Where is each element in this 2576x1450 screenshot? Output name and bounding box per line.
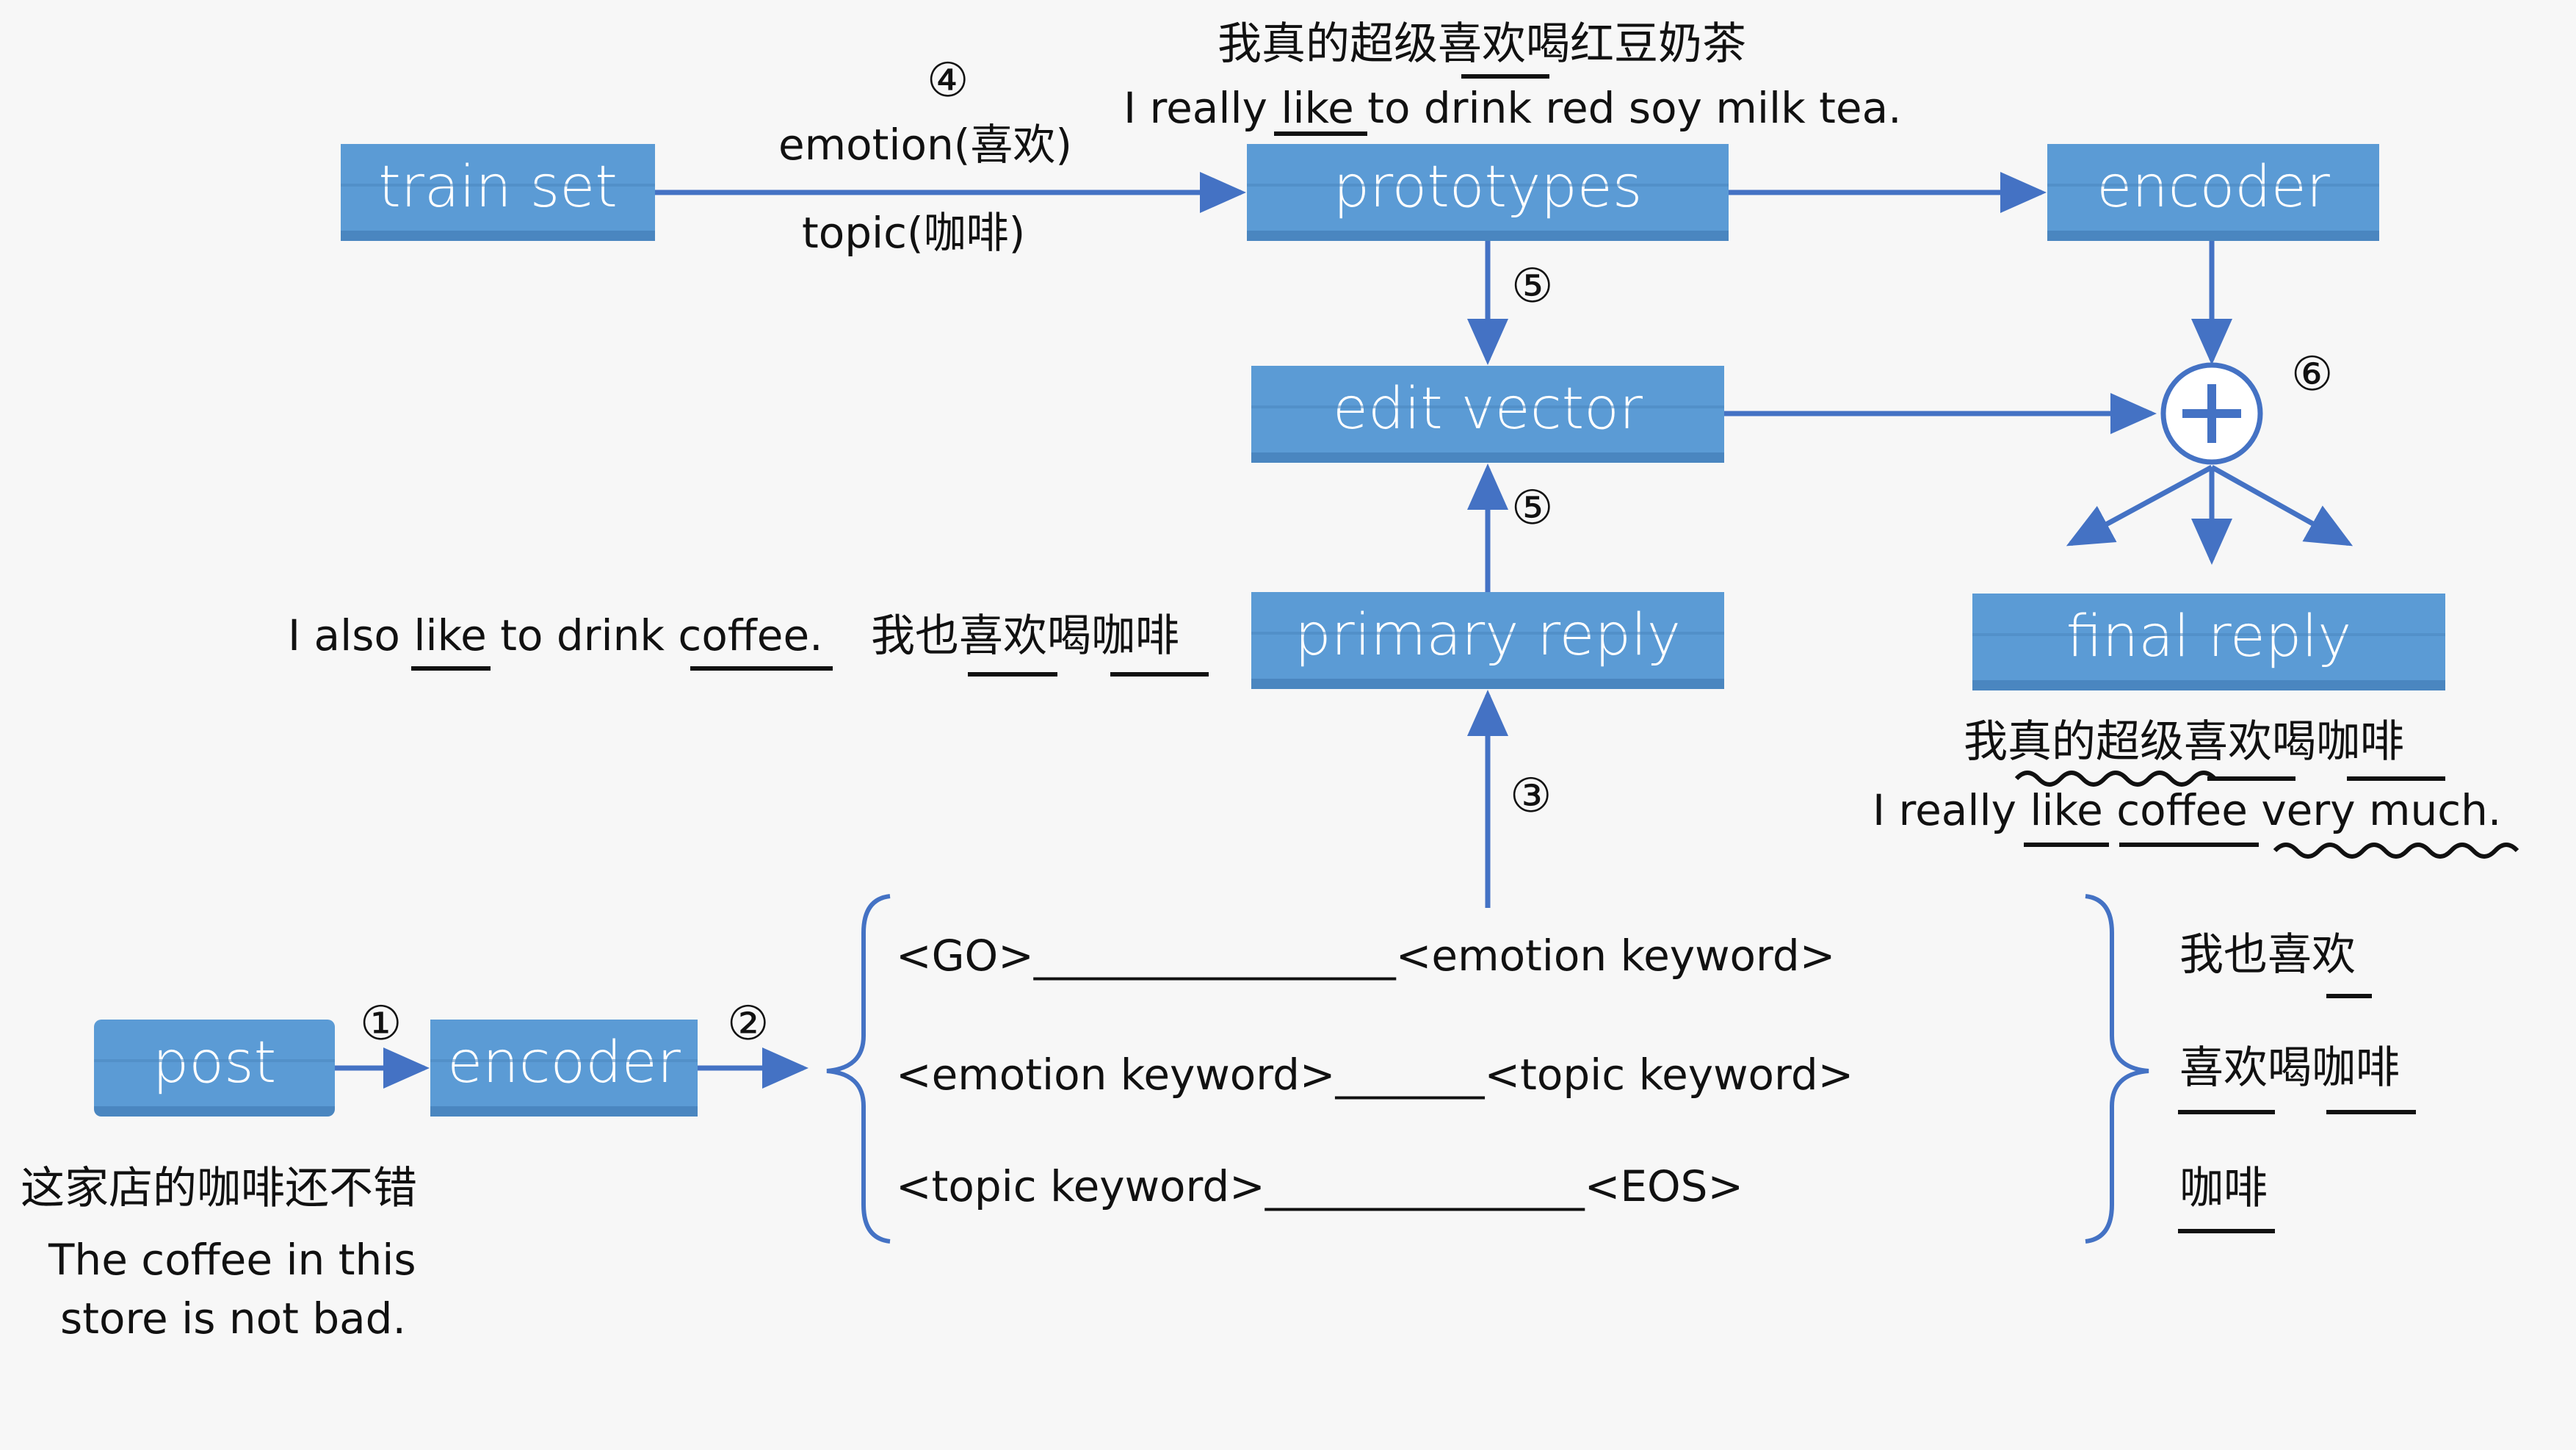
step-3-label: ③ bbox=[1510, 769, 1552, 823]
step-6-label: ⑥ bbox=[2291, 347, 2334, 402]
encoder-bottom-box: encoder bbox=[430, 1020, 698, 1117]
prototype-chinese-text: 我真的超级喜欢喝红豆奶茶 bbox=[1218, 18, 1746, 70]
emotion-label: emotion(喜欢) bbox=[778, 120, 1073, 170]
final-chinese-text: 我真的超级喜欢喝咖啡 bbox=[1964, 716, 2404, 768]
step-2-label: ② bbox=[727, 997, 770, 1051]
template-line-2: <emotion keyword>_______<topic keyword> bbox=[896, 1050, 1854, 1100]
template-line-3: <topic keyword>_______________<EOS> bbox=[896, 1161, 1744, 1211]
primary-reply-box: primary reply bbox=[1251, 592, 1724, 689]
step-1-label: ① bbox=[360, 997, 402, 1051]
post-box: post bbox=[94, 1020, 335, 1117]
prototype-english-text: I really like to drink red soy milk tea. bbox=[1124, 83, 1902, 133]
final-english-text: I really like coffee very much. bbox=[1873, 785, 2502, 835]
template-line-1: <GO>_________________<emotion keyword> bbox=[896, 931, 1836, 981]
post-english-line-2: store is not bad. bbox=[60, 1294, 406, 1343]
prototypes-box: prototypes bbox=[1247, 144, 1729, 241]
output-keyword-3: 咖啡 bbox=[2179, 1163, 2268, 1214]
primary-english-text: I also like to drink coffee. bbox=[288, 610, 823, 660]
topic-label: topic(咖啡) bbox=[802, 208, 1026, 258]
encoder-top-box: encoder bbox=[2047, 144, 2379, 241]
post-chinese-text: 这家店的咖啡还不错 bbox=[21, 1163, 417, 1214]
primary-chinese-text: 我也喜欢喝咖啡 bbox=[871, 610, 1179, 662]
output-keyword-2: 喜欢喝咖啡 bbox=[2179, 1042, 2400, 1094]
step-5a-label: ⑤ bbox=[1511, 259, 1554, 314]
output-keyword-1: 我也喜欢 bbox=[2179, 929, 2356, 981]
step-4-label: ④ bbox=[927, 54, 969, 108]
final-reply-box: final reply bbox=[1972, 594, 2445, 690]
train-set-box: train set bbox=[341, 144, 655, 241]
step-5b-label: ⑤ bbox=[1511, 481, 1554, 535]
edit-vector-box: edit vector bbox=[1251, 366, 1724, 463]
post-english-line-1: The coffee in this bbox=[48, 1235, 416, 1285]
